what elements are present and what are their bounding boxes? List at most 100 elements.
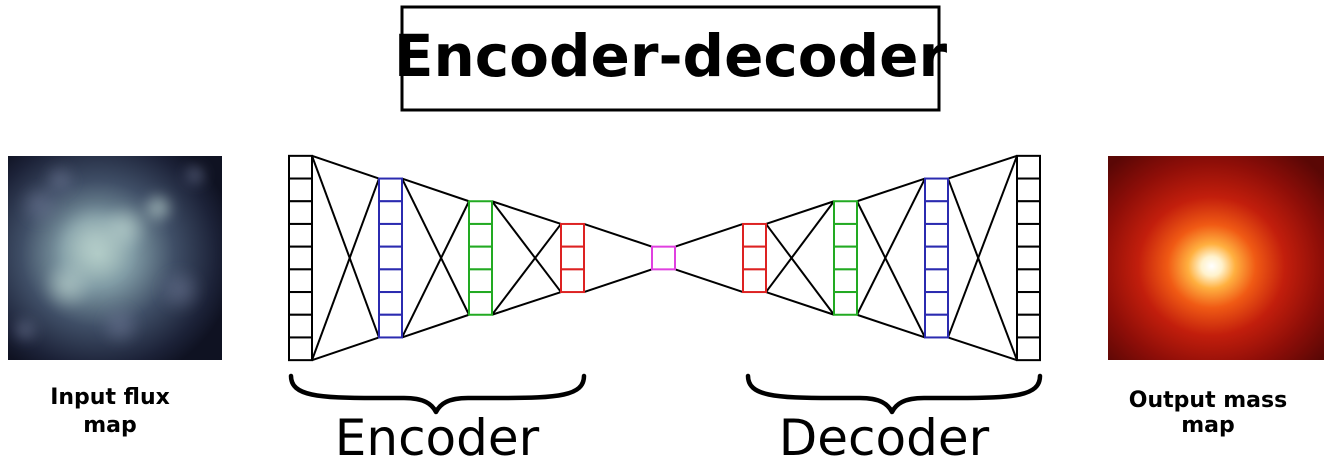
layer-cell — [378, 313, 403, 339]
connection-line — [947, 178, 1018, 361]
layer-cell — [833, 245, 858, 271]
layer-cell — [378, 291, 403, 316]
connection-line — [856, 313, 926, 339]
layer-cell — [288, 200, 313, 225]
connection-line — [674, 223, 744, 248]
encoder-input-layer — [288, 154, 313, 362]
connection-line — [765, 223, 835, 316]
layer-cell — [288, 313, 313, 339]
layer-cell — [288, 268, 313, 294]
layer-cell — [1016, 154, 1041, 180]
layer-cell — [378, 177, 403, 203]
input-caption-line1: Input flux — [50, 385, 170, 410]
layer-cell — [833, 291, 858, 316]
layer-cell — [924, 245, 949, 271]
layer-cell — [288, 245, 313, 271]
layer-cell — [833, 222, 858, 248]
layer-cell — [288, 336, 313, 362]
layer-cell — [833, 268, 858, 294]
layer-cell — [378, 245, 403, 271]
connection-line — [765, 291, 835, 316]
connection-line — [856, 178, 926, 316]
layer-cell — [288, 222, 313, 248]
encoder-brace — [288, 373, 587, 415]
layer-cell — [924, 268, 949, 294]
layer-cell — [468, 200, 493, 225]
layer-cell — [924, 313, 949, 339]
layer-cell — [1016, 245, 1041, 271]
layer-cell — [1016, 177, 1041, 203]
decoder-layer-2 — [924, 177, 949, 339]
layer-cell — [560, 245, 585, 271]
connection-line — [491, 291, 562, 316]
bottleneck-layer — [651, 245, 676, 271]
connection-line — [491, 223, 562, 316]
output-mass-map-image — [1108, 156, 1324, 360]
decoder-output-layer — [1016, 154, 1041, 362]
layer-cell — [1016, 291, 1041, 316]
connection-line — [311, 155, 380, 338]
layer-cell — [924, 222, 949, 248]
layer-cell — [288, 177, 313, 203]
connection-line — [583, 268, 653, 293]
title-box — [400, 5, 941, 112]
output-caption-line1: Output mass — [1129, 388, 1287, 413]
input-flux-map-image — [8, 156, 222, 360]
encoder-layer-2 — [378, 177, 403, 339]
connection-line — [947, 155, 1018, 338]
layer-cell — [742, 268, 767, 294]
encoder-layer-3 — [468, 200, 493, 316]
layer-cell — [468, 268, 493, 294]
connection-line — [674, 268, 744, 293]
layer-cell — [742, 245, 767, 271]
layer-cell — [833, 200, 858, 225]
layer-cell — [288, 291, 313, 316]
input-caption-line2: map — [83, 413, 137, 438]
layer-cell — [924, 200, 949, 225]
output-caption-line2: map — [1181, 413, 1235, 438]
connection-line — [947, 336, 1018, 362]
layer-cell — [560, 268, 585, 294]
layer-cell — [288, 154, 313, 180]
layer-cell — [1016, 313, 1041, 339]
connection-line — [311, 178, 380, 361]
layer-cell — [1016, 268, 1041, 294]
layer-cell — [468, 222, 493, 248]
connection-line — [401, 178, 470, 316]
connection-line — [491, 200, 562, 293]
layer-cell — [1016, 200, 1041, 225]
network-connections — [311, 154, 1018, 362]
layer-cell — [468, 291, 493, 316]
layer-cell — [1016, 222, 1041, 248]
page-title: Encoder-decoder — [394, 22, 948, 90]
connection-line — [401, 177, 470, 203]
connection-line — [311, 154, 380, 180]
layer-cell — [742, 222, 767, 248]
connection-line — [856, 200, 926, 338]
connection-line — [401, 313, 470, 339]
layer-cell — [560, 222, 585, 248]
connection-line — [765, 200, 835, 293]
connection-line — [491, 200, 562, 225]
layer-cell — [924, 291, 949, 316]
layer-cell — [378, 222, 403, 248]
encoder-label: Encoder — [335, 409, 540, 464]
connection-line — [583, 223, 653, 248]
decoder-label: Decoder — [779, 409, 990, 464]
decoder-brace — [745, 373, 1043, 415]
connection-line — [856, 177, 926, 203]
layer-cell — [651, 245, 676, 271]
encoder-layer-4 — [560, 222, 585, 294]
connection-line — [401, 200, 470, 338]
layer-cell — [378, 200, 403, 225]
network-layers — [288, 154, 1041, 362]
connection-line — [765, 200, 835, 225]
connection-line — [311, 336, 380, 362]
connection-line — [947, 154, 1018, 180]
layer-cell — [378, 268, 403, 294]
layer-cell — [924, 177, 949, 203]
decoder-layer-4 — [742, 222, 767, 294]
layer-cell — [1016, 336, 1041, 362]
layer-cell — [468, 245, 493, 271]
